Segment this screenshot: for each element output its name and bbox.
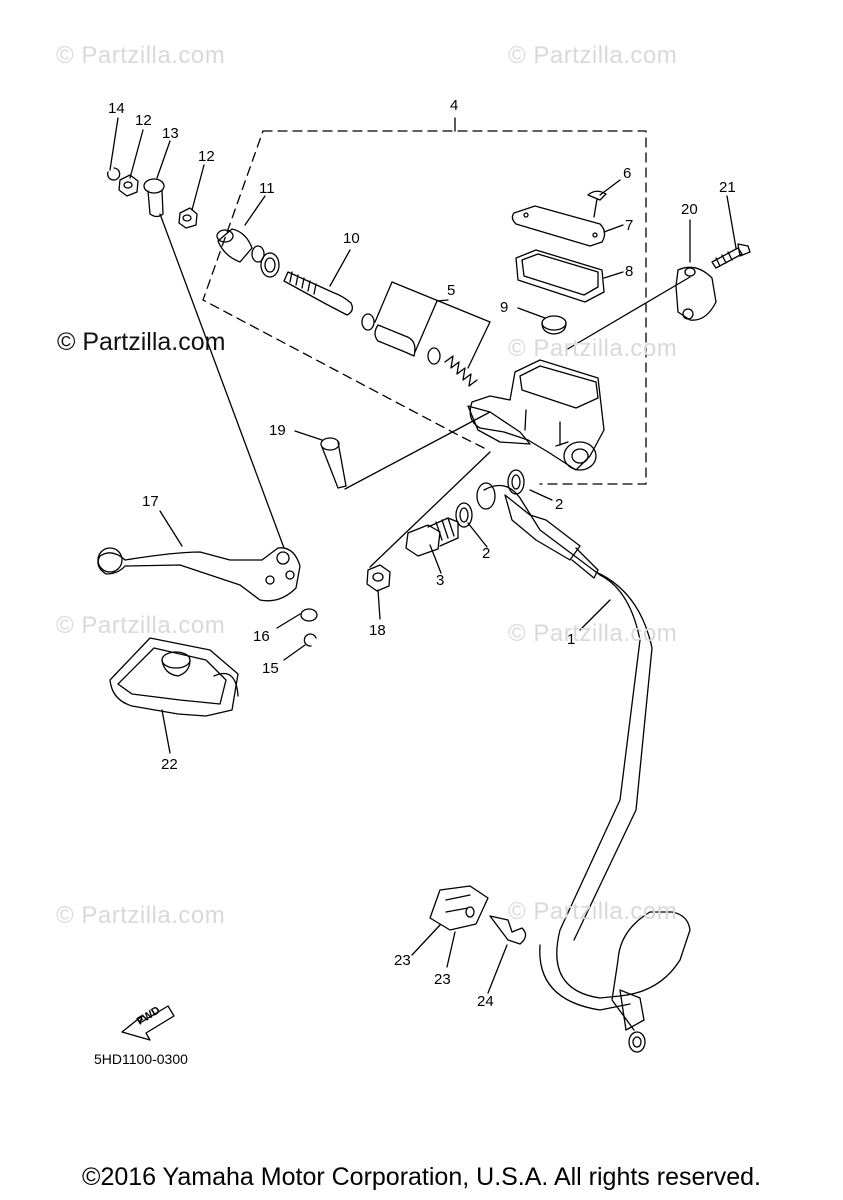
callout-2[interactable]: 2 xyxy=(482,545,491,562)
assembly-dashed-outline xyxy=(202,130,647,485)
diaphragm-8 xyxy=(515,249,605,303)
nut-12a xyxy=(118,174,139,197)
watermark: © Partzilla.com xyxy=(56,902,226,929)
callout-7[interactable]: 7 xyxy=(625,217,634,234)
clutch-lever-17 xyxy=(97,547,301,602)
callout-16[interactable]: 16 xyxy=(253,628,270,645)
holder-clamp-20 xyxy=(675,266,717,321)
callout-18[interactable]: 18 xyxy=(369,622,386,639)
callout-13[interactable]: 13 xyxy=(162,125,179,142)
push-rod-10 xyxy=(283,271,353,316)
cap-screw-6 xyxy=(587,190,607,218)
callout-1[interactable]: 1 xyxy=(567,631,576,648)
union-bolt-3 xyxy=(405,524,441,557)
callout-3[interactable]: 3 xyxy=(436,572,445,589)
plate-9 xyxy=(541,315,567,331)
callout-11[interactable]: 11 xyxy=(259,180,275,197)
master-cylinder-body xyxy=(469,359,605,471)
hose-banjo-bottom xyxy=(628,1031,646,1053)
callout-9[interactable]: 9 xyxy=(500,299,509,316)
callout-5[interactable]: 5 xyxy=(447,282,456,299)
callout-19[interactable]: 19 xyxy=(269,422,286,439)
callout-24[interactable]: 24 xyxy=(477,993,494,1010)
watermark: © Partzilla.com xyxy=(56,42,226,69)
callout-12[interactable]: 12 xyxy=(135,112,152,129)
callout-6[interactable]: 6 xyxy=(623,165,632,182)
callout-21[interactable]: 21 xyxy=(719,179,736,196)
clutch-hose-1 xyxy=(483,484,691,1031)
piston-seal xyxy=(361,313,375,331)
diagram-code: 5HD1100-0300 xyxy=(94,1051,188,1067)
watermark-dark: © Partzilla.com xyxy=(57,328,226,356)
lever-cover-22 xyxy=(109,637,239,717)
nut-12b xyxy=(178,207,198,229)
washer-2b xyxy=(455,502,473,528)
hose-banjo-top xyxy=(476,482,496,510)
circlip-14 xyxy=(107,167,121,181)
washer-2a xyxy=(507,469,525,495)
hose-guide-23 xyxy=(429,885,489,931)
callout-20[interactable]: 20 xyxy=(681,201,698,218)
callout-17[interactable]: 17 xyxy=(142,493,159,510)
pivot-bolt-13 xyxy=(143,178,165,194)
watermark: © Partzilla.com xyxy=(508,335,678,362)
circlip-15 xyxy=(303,633,317,647)
watermark: © Partzilla.com xyxy=(508,42,678,69)
callout-23[interactable]: 23 xyxy=(394,952,411,969)
callout-2[interactable]: 2 xyxy=(555,496,564,513)
callout-10[interactable]: 10 xyxy=(343,230,360,247)
bracket-5 xyxy=(374,281,491,369)
callout-12[interactable]: 12 xyxy=(198,148,215,165)
watermark: © Partzilla.com xyxy=(508,620,678,647)
callout-23[interactable]: 23 xyxy=(434,971,451,988)
callout-15[interactable]: 15 xyxy=(262,660,279,677)
callout-14[interactable]: 14 xyxy=(108,100,125,117)
piston-spring xyxy=(444,355,478,387)
watermark: © Partzilla.com xyxy=(56,612,226,639)
fwd-arrow-icon xyxy=(121,1005,175,1041)
callout-22[interactable]: 22 xyxy=(161,756,178,773)
callout-4[interactable]: 4 xyxy=(450,97,459,114)
callout-8[interactable]: 8 xyxy=(625,263,634,280)
dust-boot-11 xyxy=(217,228,253,263)
watermark: © Partzilla.com xyxy=(508,898,678,925)
lever-pivot-bolt-19 xyxy=(320,437,340,451)
clamp-bolt-21 xyxy=(711,247,743,269)
copyright-footer: ©2016 Yamaha Motor Corporation, U.S.A. A… xyxy=(82,1163,761,1191)
guide-bolt-24 xyxy=(489,915,527,945)
piston-5 xyxy=(374,324,416,357)
washer-16 xyxy=(300,608,318,622)
reservoir-cap-7 xyxy=(511,205,606,247)
lever-nut-18 xyxy=(366,564,391,592)
